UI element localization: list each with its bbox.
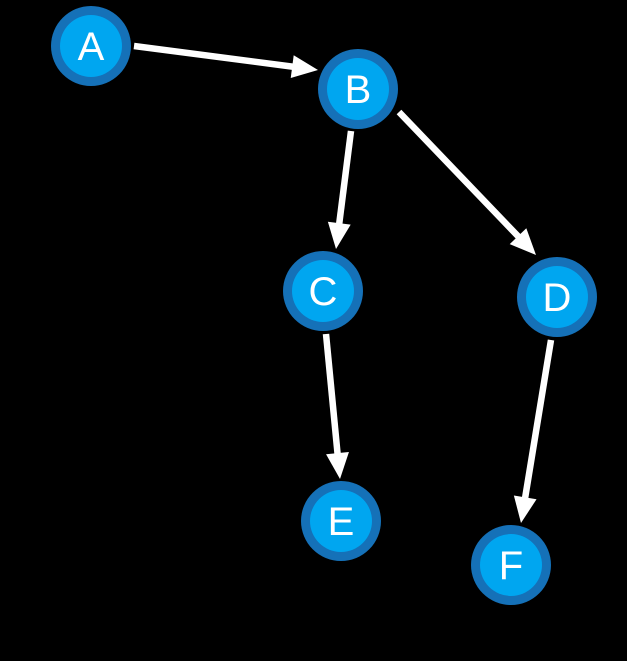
node-fill <box>480 534 542 596</box>
graph-node-f[interactable]: F <box>471 525 551 605</box>
edge-arrowhead-icon <box>327 221 351 249</box>
edge-b-to-d <box>396 109 536 255</box>
node-fill <box>526 266 588 328</box>
edge-a-to-b <box>133 42 318 79</box>
node-fill <box>292 260 354 322</box>
node-label: C <box>309 270 338 314</box>
edge-shaft <box>521 339 555 500</box>
graph-node-b[interactable]: B <box>318 49 398 129</box>
node-label: F <box>499 544 523 588</box>
node-label: A <box>78 25 105 69</box>
edge-b-to-c <box>327 130 355 249</box>
node-label: D <box>543 276 572 320</box>
node-label: B <box>345 68 372 112</box>
edge-shaft <box>396 109 522 240</box>
node-fill <box>60 15 122 77</box>
edge-d-to-f <box>513 339 555 523</box>
edge-shaft <box>133 42 295 71</box>
graph-node-e[interactable]: E <box>301 481 381 561</box>
edge-arrowhead-icon <box>509 228 536 255</box>
edge-c-to-e <box>322 333 349 479</box>
graph-node-d[interactable]: D <box>517 257 597 337</box>
edge-shaft <box>322 333 341 456</box>
node-label: E <box>328 500 355 544</box>
graph-node-c[interactable]: C <box>283 251 363 331</box>
nodes-layer: A B C D E F <box>51 6 597 605</box>
edge-arrowhead-icon <box>326 452 349 479</box>
edge-shaft <box>335 130 355 226</box>
graph-node-a[interactable]: A <box>51 6 131 86</box>
node-fill <box>327 58 389 120</box>
node-fill <box>310 490 372 552</box>
edge-arrowhead-icon <box>290 55 318 79</box>
edge-arrowhead-icon <box>513 495 537 523</box>
edges-layer <box>133 42 555 523</box>
